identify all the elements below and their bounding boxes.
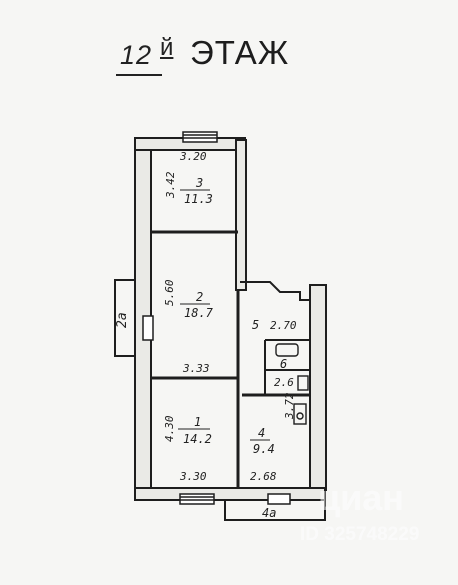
stove-icon	[293, 403, 307, 425]
sink-icon	[297, 375, 309, 391]
balcony-left: 2а	[114, 279, 135, 357]
watermark-brand: циан	[318, 477, 404, 518]
floor-number-underline	[116, 74, 162, 76]
room-labels: 3 11.3 2 18.7 1 14.2 4 9.4 5 6	[178, 176, 287, 456]
dim-room3-width: 3.20	[179, 150, 207, 163]
floor-title: 12 й ЭТАЖ	[110, 28, 370, 78]
watermark-id: ID 325748229	[300, 524, 419, 545]
floor-suffix: й	[160, 34, 174, 61]
dim-room3-height: 3.42	[164, 171, 177, 199]
room-4-number: 4	[258, 426, 265, 440]
dim-corridor-length: 2.70	[270, 319, 297, 332]
dim-room2-height: 5.60	[163, 279, 176, 306]
dim-room2-width: 3.33	[182, 362, 210, 375]
dim-room4-height: 3.72	[283, 392, 296, 420]
room-3-area: 11.3	[184, 192, 213, 206]
room-6-number: 6	[280, 357, 287, 371]
room-5-number: 5	[252, 318, 259, 332]
watermark: циан ID 325748229	[300, 477, 419, 545]
room-1-number: 1	[194, 415, 201, 429]
dim-room1-height: 4.30	[163, 415, 176, 442]
floor-word: ЭТАЖ	[190, 34, 290, 71]
bathtub-icon	[275, 343, 299, 357]
room-2-number: 2	[196, 290, 203, 304]
balcony-bottom: 4а	[224, 500, 326, 521]
dimension-labels: 3.20 3.42 5.60 3.33 2.70 2.6 4.30 3.30 3…	[163, 150, 297, 483]
room-1-area: 14.2	[183, 432, 212, 446]
room-2-area: 18.7	[184, 306, 214, 320]
windows	[142, 131, 291, 505]
balcony-bottom-label: 4а	[262, 506, 276, 520]
room-3-number: 3	[195, 176, 203, 190]
room-4-area: 9.4	[253, 442, 275, 456]
balcony-left-label: 2а	[115, 312, 130, 328]
floor-number: 12	[120, 40, 153, 70]
dim-room4-width: 2.68	[250, 470, 277, 483]
dim-room1-width: 3.30	[179, 470, 207, 483]
fixtures	[275, 343, 309, 425]
dim-bath-area: 2.6	[274, 376, 294, 389]
